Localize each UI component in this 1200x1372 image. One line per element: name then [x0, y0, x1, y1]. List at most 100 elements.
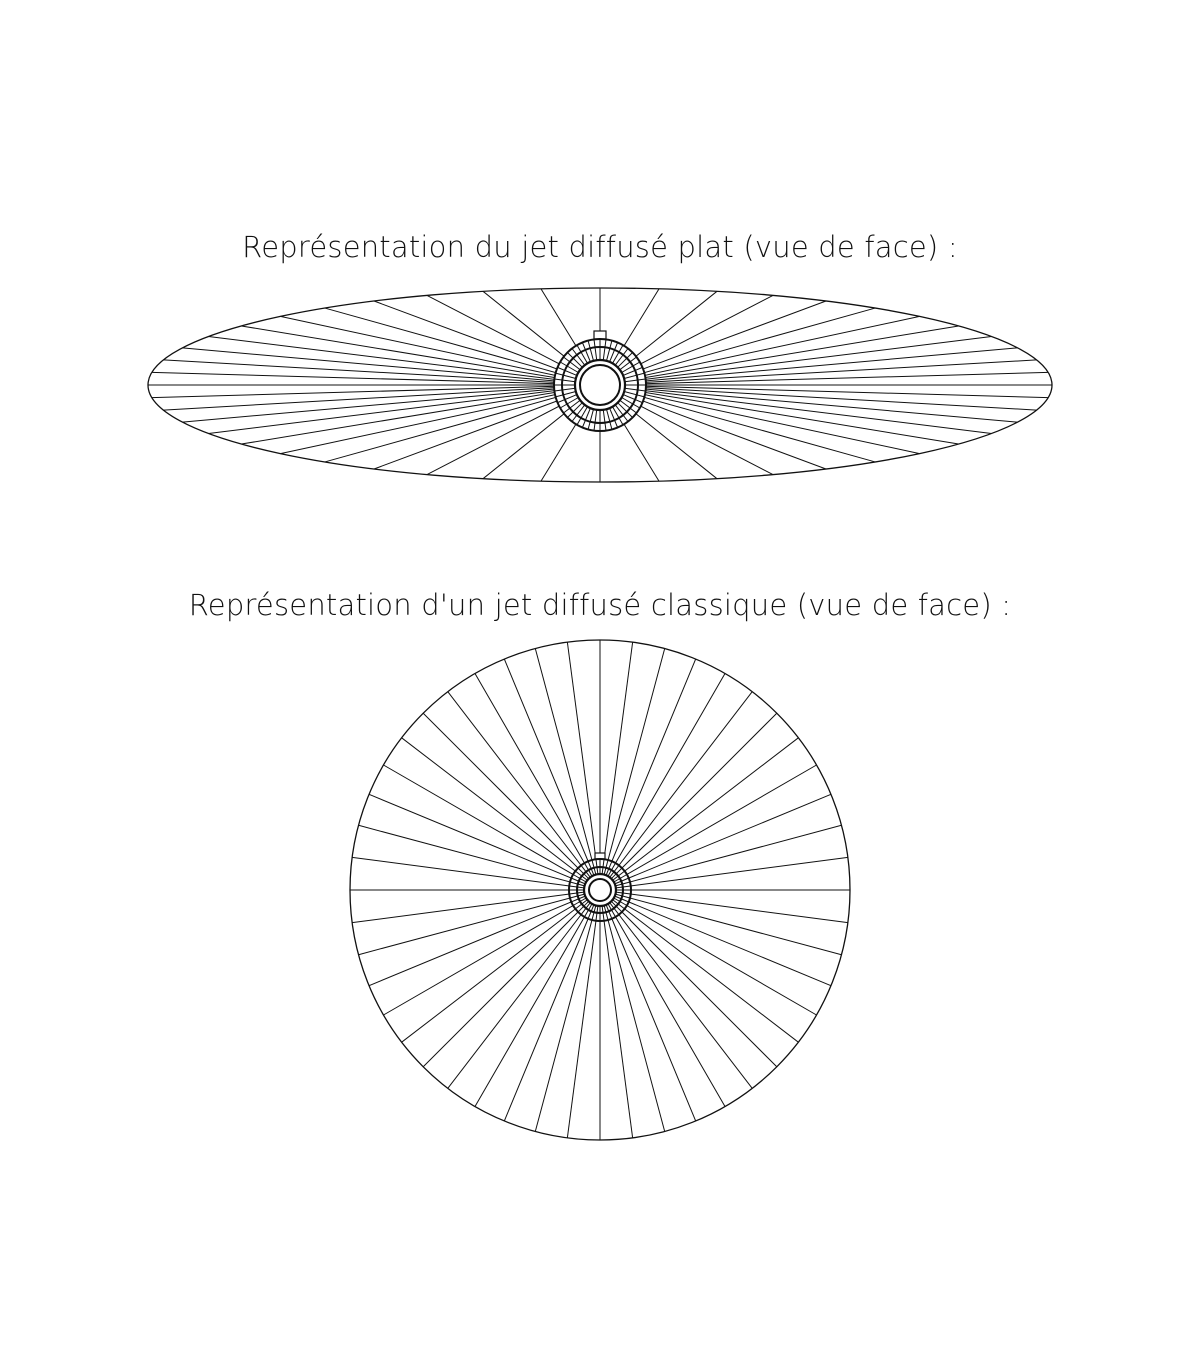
- ray: [182, 347, 601, 386]
- nozzle-tick: [605, 340, 613, 361]
- ray: [599, 642, 634, 891]
- nozzle-ring: [576, 866, 624, 914]
- nozzle-tick: [617, 352, 633, 368]
- nozzle-tick: [602, 339, 607, 361]
- ray: [383, 764, 601, 891]
- ray: [599, 889, 634, 1138]
- nozzle-tick: [624, 390, 645, 398]
- nozzle-tick: [624, 387, 646, 392]
- ray: [599, 384, 959, 445]
- ray: [599, 889, 753, 1089]
- ray: [401, 889, 601, 1043]
- ray: [599, 658, 697, 891]
- nozzle-tick: [567, 352, 583, 368]
- ray: [182, 384, 601, 423]
- nozzle-tick: [621, 397, 641, 409]
- nozzle-tick: [619, 399, 637, 414]
- ray: [599, 673, 726, 891]
- ray: [534, 889, 601, 1132]
- ray: [324, 384, 601, 463]
- nozzle-tick: [587, 340, 595, 361]
- nozzle-tick: [622, 394, 643, 404]
- nozzle-tick: [555, 390, 576, 398]
- classic-jet-title: Représentation d'un jet diffusé classiqu…: [188, 588, 1012, 622]
- ray: [566, 642, 601, 891]
- nozzle-tick: [557, 394, 578, 404]
- ray: [422, 712, 601, 891]
- ray: [163, 384, 601, 411]
- ray: [599, 384, 992, 434]
- ray: [599, 315, 920, 386]
- nozzle-tick: [576, 406, 588, 426]
- ray: [241, 325, 601, 386]
- nozzle-tick: [624, 378, 646, 383]
- nozzle-tick: [621, 361, 641, 373]
- ray: [599, 889, 666, 1132]
- ray: [599, 764, 817, 891]
- nozzle-tick: [609, 342, 619, 363]
- ray: [368, 793, 601, 891]
- ray: [566, 889, 601, 1138]
- ray: [599, 889, 778, 1068]
- nozzle-tick: [612, 406, 624, 426]
- ray: [208, 384, 601, 434]
- nozzle-tick: [571, 348, 586, 366]
- nozzle-tick: [619, 356, 637, 371]
- ray: [599, 889, 799, 1043]
- ray: [599, 712, 778, 891]
- ray: [503, 658, 601, 891]
- ray: [599, 889, 817, 1016]
- ray: [447, 889, 601, 1089]
- ray: [599, 889, 832, 987]
- nozzle-tab: [593, 330, 607, 340]
- ray: [599, 384, 1037, 411]
- ray: [358, 824, 601, 891]
- ray: [599, 824, 842, 891]
- ray: [352, 889, 601, 924]
- nozzle-tick: [563, 399, 581, 414]
- nozzle-tick: [614, 404, 629, 422]
- nozzle-tick: [576, 344, 588, 364]
- nozzle-tick: [622, 366, 643, 376]
- nozzle-tick: [614, 348, 629, 366]
- nozzle-tick: [557, 366, 578, 376]
- ray: [151, 384, 601, 399]
- nozzle-ring: [561, 346, 639, 424]
- nozzle-tick: [624, 372, 645, 380]
- nozzle-ring: [579, 364, 621, 406]
- ray: [599, 384, 1049, 399]
- flat-jet-diagram: [147, 287, 1053, 483]
- ray: [447, 691, 601, 891]
- ray: [599, 889, 726, 1107]
- nozzle-tick: [581, 342, 591, 363]
- ray: [280, 384, 601, 455]
- nozzle-tick: [559, 361, 579, 373]
- ray: [599, 384, 920, 455]
- ray: [599, 359, 1037, 386]
- nozzle-tick: [559, 397, 579, 409]
- ray: [599, 384, 876, 463]
- nozzle-tick: [609, 407, 619, 428]
- ray: [599, 371, 1049, 386]
- classic-jet-diagram: [349, 639, 851, 1141]
- ray: [324, 307, 601, 386]
- ray: [599, 889, 842, 956]
- nozzle-tick: [555, 372, 576, 380]
- ray: [534, 648, 601, 891]
- ray: [599, 889, 848, 924]
- ray: [151, 371, 601, 386]
- ray: [599, 691, 753, 891]
- nozzle-ring: [568, 858, 632, 922]
- ray: [599, 737, 799, 891]
- ray: [474, 889, 601, 1107]
- ray: [422, 889, 601, 1068]
- nozzle-tick: [581, 407, 591, 428]
- ray: [599, 347, 1018, 386]
- ray: [599, 307, 876, 386]
- ray: [503, 889, 601, 1122]
- ray: [163, 359, 601, 386]
- nozzle-tick: [605, 409, 613, 430]
- nozzle-tick: [612, 344, 624, 364]
- nozzle-tick: [587, 409, 595, 430]
- ray: [599, 889, 697, 1122]
